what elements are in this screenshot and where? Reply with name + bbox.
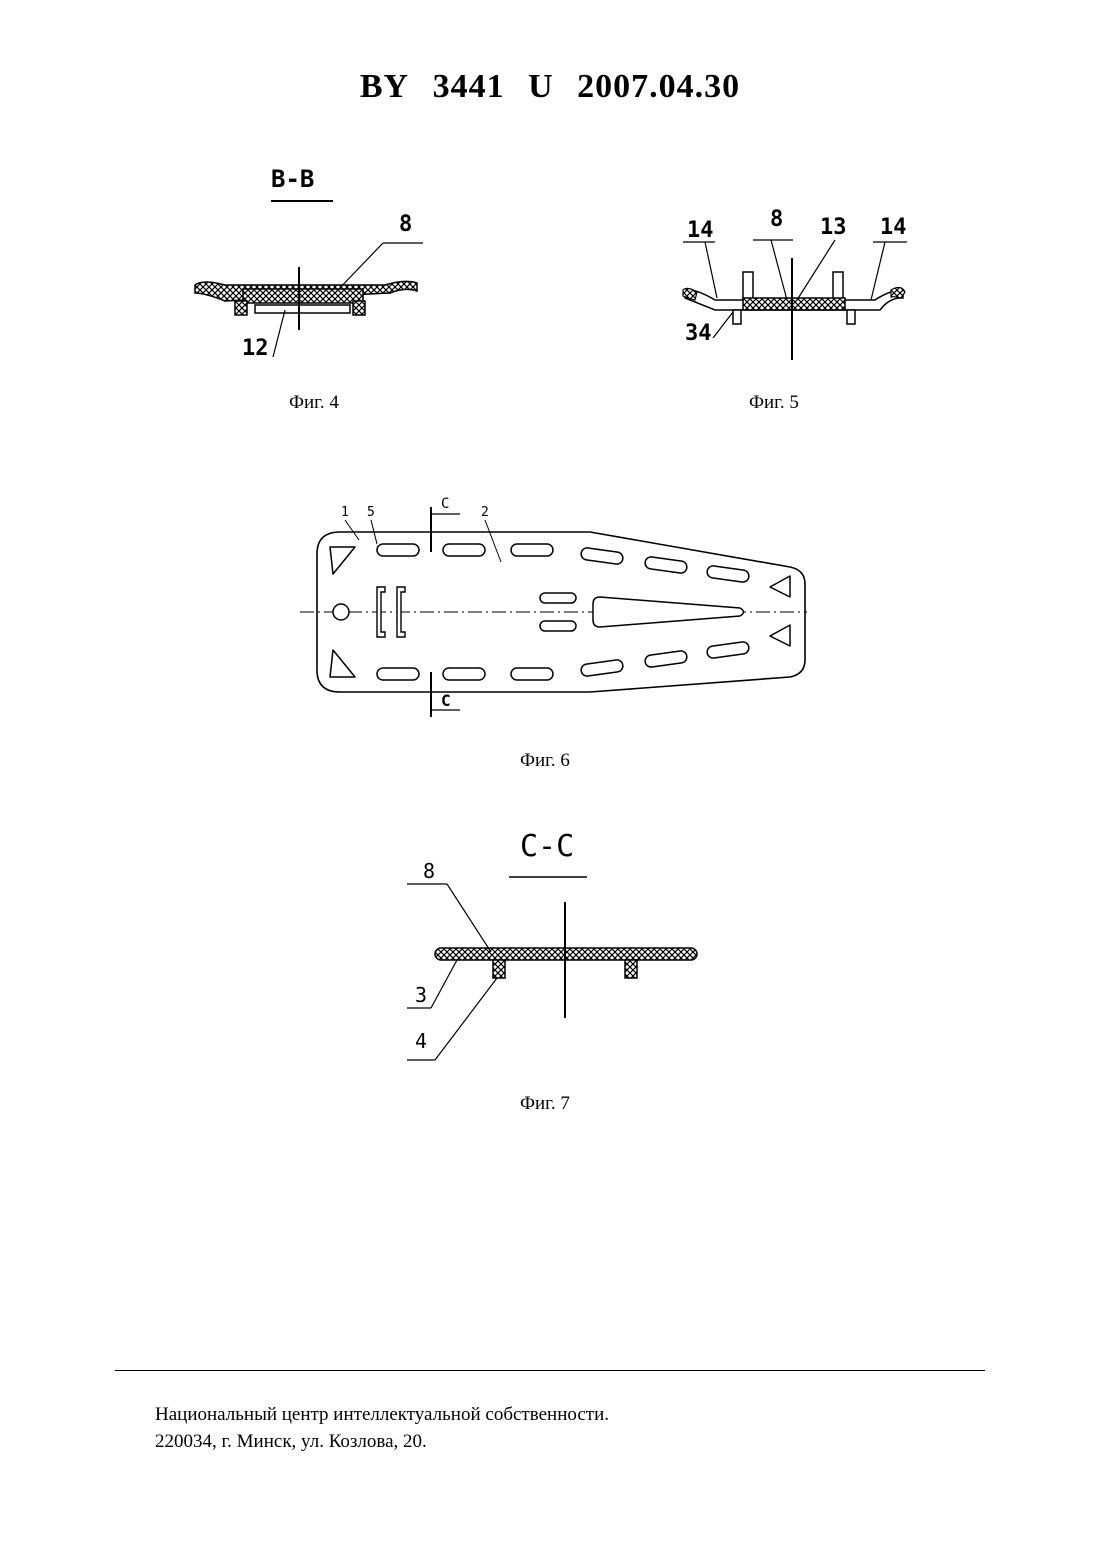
figure-7: C-C 8 3 4 [405,820,705,1070]
patent-header: BY 3441 U 2007.04.30 [0,68,1100,106]
header-number: 3441 [433,68,505,105]
fig5-label-14-left: 14 [687,218,714,243]
fig6-label-2: 2 [481,505,489,520]
fig6-caption: Фиг. 6 [520,750,570,772]
fig4-label-12: 12 [242,336,269,361]
footer-line-1: Национальный центр интеллектуальной собс… [155,1401,609,1428]
footer: Национальный центр интеллектуальной собс… [155,1401,609,1455]
figure-4: B-B 8 12 [185,155,435,370]
header-date: 2007.04.30 [577,68,740,105]
header-country: BY [360,68,409,105]
fig5-label-13: 13 [820,215,847,240]
fig4-label-8: 8 [399,212,412,237]
fig6-label-c-top: C [441,496,449,512]
fig4-section-label: B-B [271,165,314,193]
footer-line-2: 220034, г. Минск, ул. Козлова, 20. [155,1428,609,1455]
fig7-caption: Фиг. 7 [520,1093,570,1115]
fig5-caption: Фиг. 5 [749,392,799,414]
fig6-label-5: 5 [367,505,375,520]
fig5-label-8: 8 [770,207,783,232]
footer-divider [115,1370,985,1371]
figure-6: C C 1 5 2 [295,492,810,722]
fig4-caption: Фиг. 4 [289,392,339,414]
fig6-label-1: 1 [341,505,349,520]
fig7-label-8: 8 [423,859,435,883]
fig7-section-label: C-C [520,829,574,864]
header-kind: U [528,68,554,105]
fig5-label-14-right: 14 [880,215,907,240]
fig6-label-c-bottom: C [441,691,451,710]
fig5-label-34: 34 [685,321,712,346]
fig7-label-3: 3 [415,983,427,1007]
figure-5: 14 8 13 14 34 [675,200,925,370]
fig7-label-4: 4 [415,1029,427,1053]
